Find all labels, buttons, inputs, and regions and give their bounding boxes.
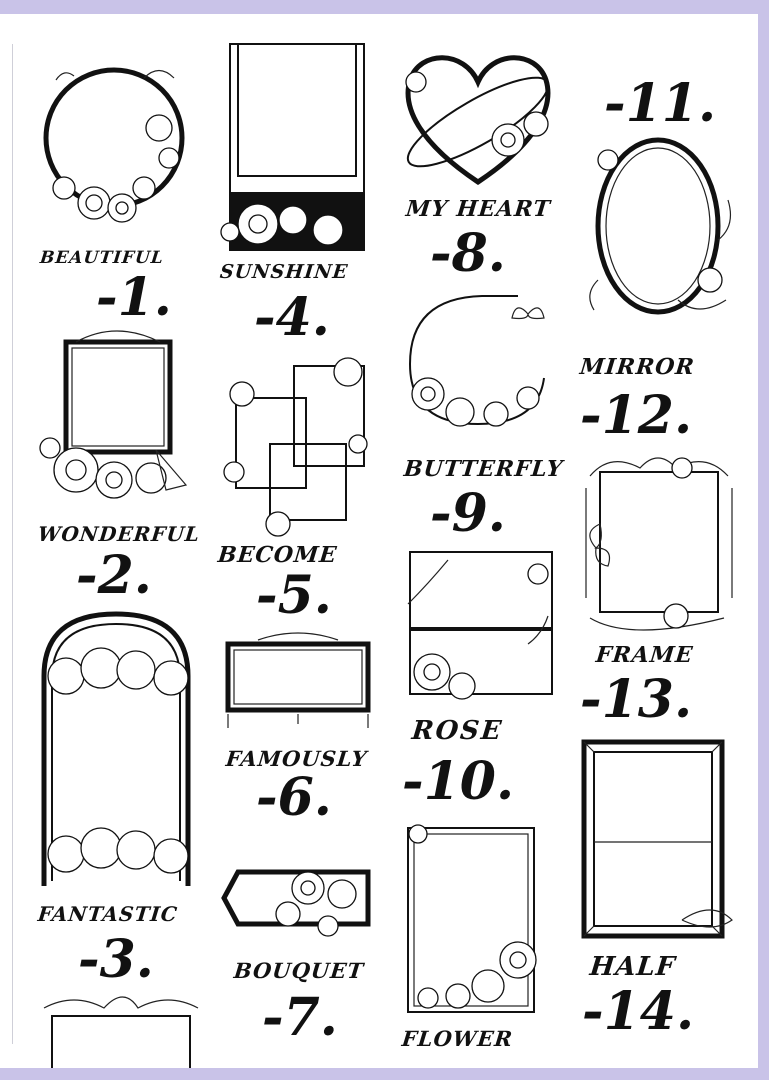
frame-9-butterfly-wreath (408, 295, 545, 427)
flower-cluster (52, 114, 180, 223)
frame-2-name: WONDERFUL (36, 522, 202, 546)
frame-14-number: -14. (582, 981, 695, 1042)
frame-13-ornate-frame (585, 457, 733, 631)
frame-2-wonderful-rose-rect (39, 330, 188, 499)
frame-7-number: -7. (262, 987, 338, 1048)
frame-7-name: BOUQUET (232, 958, 366, 983)
frame-10-rose-panels (407, 551, 553, 700)
left-edge-strip (0, 44, 13, 1044)
frame-4-sunshine-panel (220, 43, 365, 251)
frame-2-number: -2. (76, 545, 152, 606)
frame-flower-rect (407, 824, 537, 1013)
frame-3-name: FANTASTIC (36, 902, 179, 926)
frame-partial-bottom (43, 996, 199, 1068)
frame-8-name: MY HEART (404, 196, 552, 222)
frame-13-number: -13. (580, 669, 693, 730)
frame-1-beautiful-wreath (43, 67, 185, 223)
frame-4-number: -4. (254, 287, 330, 348)
frame-11-number: -11. (604, 73, 717, 134)
frame-4-name: SUNSHINE (218, 261, 350, 283)
frame-6-famously-ornate (225, 632, 371, 728)
frame-12-number: -12. (580, 385, 693, 446)
frame-1-number: -1. (96, 267, 172, 328)
frame-14-name: HALF (588, 952, 678, 982)
frame-6-number: -6. (256, 767, 332, 828)
frame-8-my-heart (405, 55, 551, 186)
frame-3-fantastic-arch (41, 611, 191, 886)
frame-9-name: BUTTERFLY (402, 456, 565, 482)
frame-9-number: -9. (430, 483, 506, 544)
frame-10-number: -10. (402, 751, 515, 812)
frame-3-number: -3. (78, 929, 154, 990)
frame-5-become-stacked (223, 357, 368, 537)
frame-11-oval (589, 137, 731, 315)
sticker-sheet: BEAUTIFUL -1. WONDERFUL -2. FANTASTIC -3… (0, 14, 758, 1068)
frame-5-number: -5. (256, 565, 332, 626)
frame-13-name: FRAME (594, 642, 695, 668)
frame-flower-name: FLOWER (400, 1026, 515, 1051)
frame-1-name: BEAUTIFUL (38, 248, 165, 268)
frame-7-bouquet-label (221, 869, 371, 937)
frame-14-half-frame (581, 739, 733, 939)
frame-10-name: ROSE (410, 716, 505, 746)
frame-12-name: MIRROR (578, 354, 697, 380)
frame-8-number: -8. (430, 223, 506, 284)
